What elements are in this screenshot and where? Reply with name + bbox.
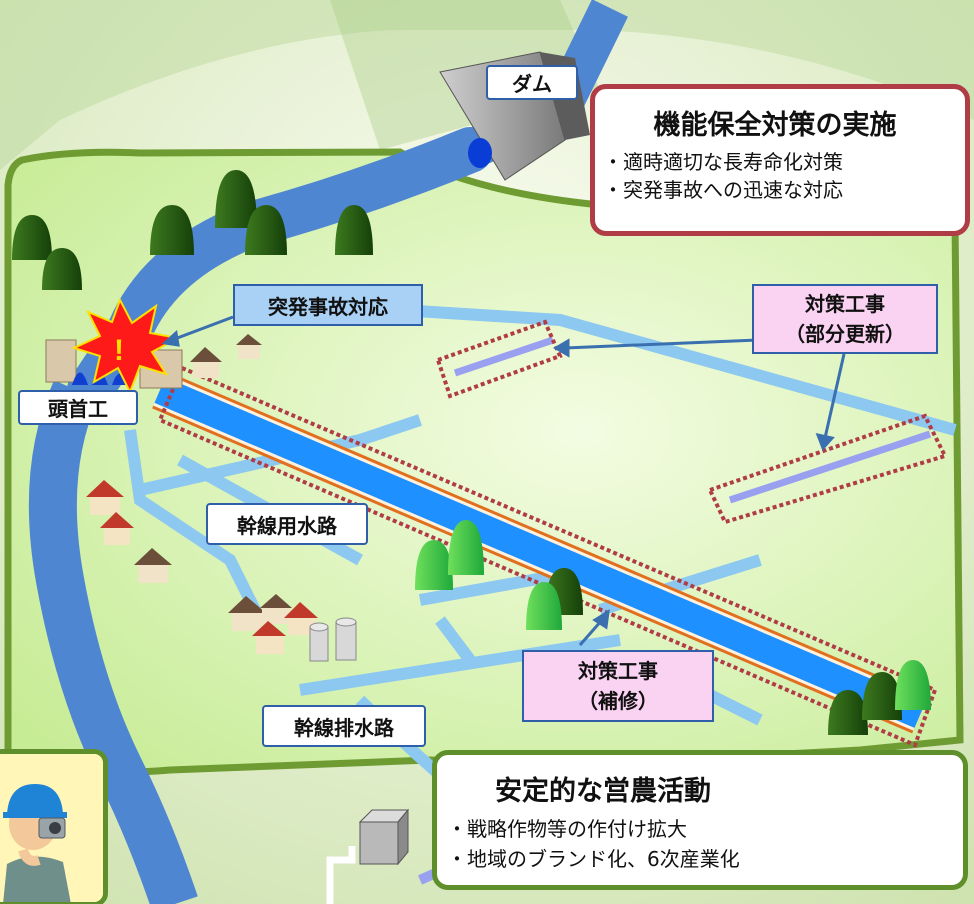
tree-group-light	[415, 520, 931, 710]
headworks-label: 頭首工	[18, 390, 138, 425]
tree-icon	[862, 672, 902, 720]
tree-icon	[526, 582, 562, 630]
worker-photo-panel	[0, 749, 108, 904]
house-icon	[190, 347, 222, 378]
tree-icon	[12, 215, 52, 260]
tree-icon	[448, 520, 484, 575]
tree-icon	[335, 205, 373, 255]
stable-farming-title: 安定的な営農活動	[495, 776, 711, 807]
worker-icon	[0, 754, 103, 902]
maintenance-measures-callout: 機能保全対策の実施 ・適時適切な長寿命化対策 ・突発事故への迅速な対応	[590, 84, 970, 236]
countermeasure-partial-label: 対策工事 （部分更新）	[752, 284, 938, 354]
tree-icon	[245, 205, 287, 255]
svg-text:!: !	[114, 334, 124, 367]
lateral-canals	[124, 294, 957, 805]
house-icon	[134, 548, 172, 583]
construction-outlines	[157, 319, 948, 748]
tree-icon	[215, 170, 257, 228]
countermeasure-repair-label: 対策工事 （補修）	[522, 650, 714, 722]
pointer-arrows	[161, 315, 846, 646]
house-icon	[260, 594, 292, 624]
main-drain-label: 幹線排水路	[262, 705, 426, 747]
stable-farming-item: ・戦略作物等の作付け拡大	[447, 817, 687, 841]
maintenance-measures-title: 機能保全対策の実施	[653, 110, 897, 141]
main-canal-label: 幹線用水路	[206, 503, 368, 545]
maintenance-measures-item: ・突発事故への迅速な対応	[603, 178, 843, 202]
stable-farming-callout: 安定的な営農活動 ・戦略作物等の作付け拡大 ・地域のブランド化、6次産業化	[432, 750, 968, 890]
main-canal	[154, 377, 926, 728]
house-icon	[228, 596, 266, 631]
dam-label: ダム	[486, 65, 578, 100]
house-icon	[86, 480, 124, 515]
sudden-accident-label: 突発事故対応	[233, 284, 423, 326]
mountain-backdrop	[0, 0, 974, 170]
house-cluster	[86, 334, 318, 654]
pump-station-icon	[326, 808, 410, 904]
tree-icon	[42, 248, 82, 290]
house-icon	[236, 334, 262, 359]
tree-icon	[895, 660, 931, 710]
countermeasure-repair-line2: （補修）	[578, 689, 658, 713]
house-icon	[252, 621, 286, 654]
tree-icon	[415, 540, 453, 590]
upgrade-segment-2	[728, 430, 932, 504]
stable-farming-item: ・地域のブランド化、6次産業化	[447, 847, 740, 871]
maintenance-measures-item: ・適時適切な長寿命化対策	[603, 150, 843, 174]
tree-icon	[150, 205, 194, 255]
countermeasure-partial-line1: 対策工事	[805, 292, 885, 316]
house-icon	[284, 602, 318, 635]
countermeasure-repair-line1: 対策工事	[578, 659, 658, 683]
river-lower	[28, 380, 198, 904]
countermeasure-partial-line2: （部分更新）	[785, 322, 905, 346]
tree-icon	[828, 690, 868, 735]
upgrade-segment-1	[453, 336, 555, 377]
silo-icon	[309, 617, 357, 662]
house-icon	[100, 512, 134, 545]
